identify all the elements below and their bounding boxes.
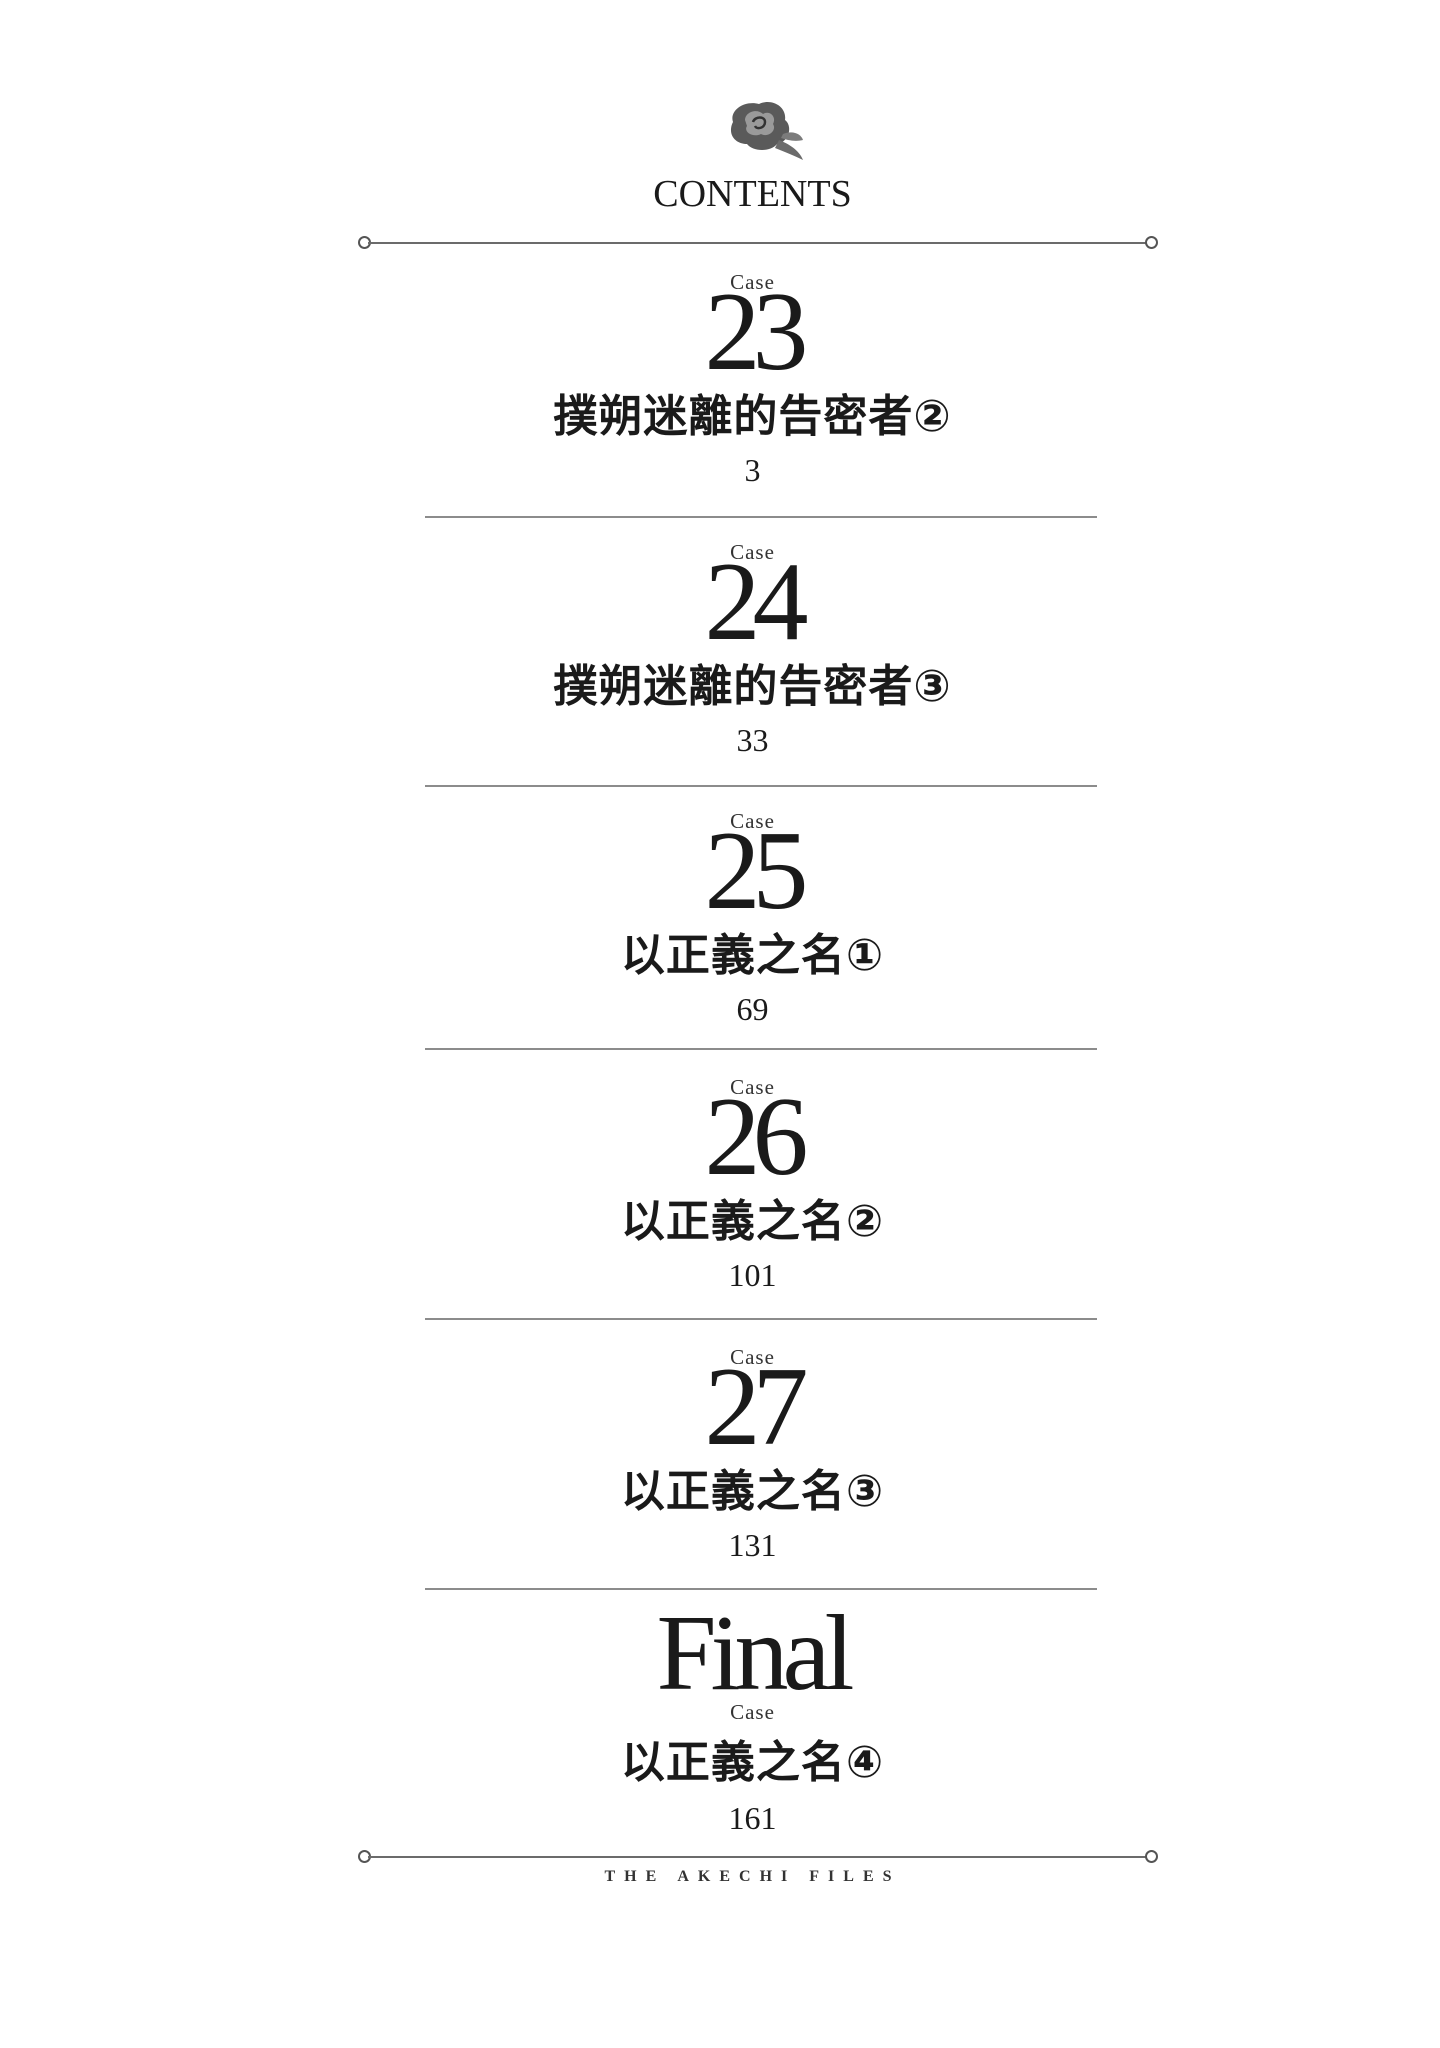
case-label: Case <box>730 809 775 833</box>
case-label: Case <box>730 270 775 294</box>
toc-entry-case-26[interactable]: Case 26 以正義之名② 101 <box>0 1075 1440 1325</box>
toc-entry-case-25[interactable]: Case 25 以正義之名① 69 <box>0 809 1440 1059</box>
final-case-word: Final <box>656 1594 854 1713</box>
case-number: 26 <box>704 1075 809 1199</box>
case-number: 27 <box>704 1345 809 1469</box>
rose-icon <box>730 101 803 160</box>
case-title: 以正義之名③ <box>620 1466 885 1517</box>
case-title: 撲朔迷離的告密者③ <box>553 661 952 712</box>
case-title: 以正義之名④ <box>620 1737 885 1788</box>
top-ornament-rule <box>358 236 1158 250</box>
page-title: CONTENTS <box>653 173 852 215</box>
case-page-number: 161 <box>728 1800 777 1836</box>
entry-divider <box>425 1588 1097 1590</box>
series-footer: THE AKECHI FILES <box>604 1868 901 1885</box>
case-number: 25 <box>704 809 809 933</box>
toc-entry-case-27[interactable]: Case 27 以正義之名③ 131 <box>0 1345 1440 1595</box>
case-page-number: 33 <box>736 722 769 758</box>
case-page-number: 3 <box>744 452 761 488</box>
case-page-number: 69 <box>736 991 769 1027</box>
case-title: 以正義之名① <box>620 930 885 981</box>
case-number: 23 <box>704 270 809 394</box>
entry-divider <box>425 1048 1097 1050</box>
case-label: Case <box>730 540 775 564</box>
toc-entry-case-24[interactable]: Case 24 撲朔迷離的告密者③ 33 <box>0 540 1440 790</box>
entry-divider <box>425 516 1097 518</box>
entry-divider <box>425 785 1097 787</box>
case-title: 撲朔迷離的告密者② <box>553 391 952 442</box>
case-label: Case <box>730 1700 775 1724</box>
case-number: 24 <box>704 540 809 664</box>
bottom-ornament-rule <box>358 1850 1158 1864</box>
case-page-number: 131 <box>728 1527 777 1563</box>
case-label: Case <box>730 1075 775 1099</box>
case-page-number: 101 <box>728 1257 777 1293</box>
case-title: 以正義之名② <box>620 1196 885 1247</box>
entry-divider <box>425 1318 1097 1320</box>
toc-entry-case-23[interactable]: Case 23 撲朔迷離的告密者② 3 <box>0 270 1440 520</box>
case-label: Case <box>730 1345 775 1369</box>
